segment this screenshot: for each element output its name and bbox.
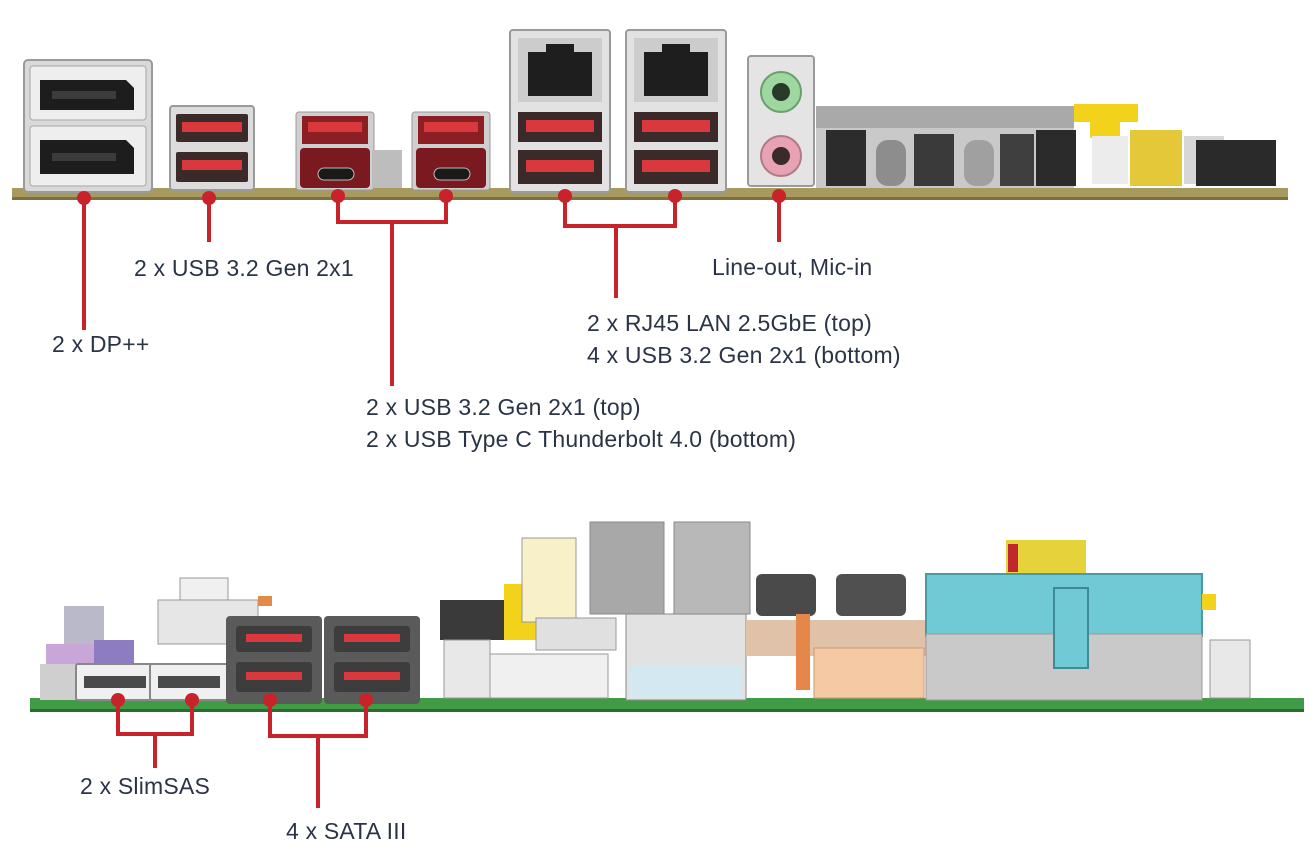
callout-slimsas [116,700,194,768]
callout-dot-lan-1 [558,189,572,203]
usb-typec-combo-2 [411,111,491,191]
label-lan-line1: 2 x RJ45 LAN 2.5GbE (top) [587,310,872,336]
lan-usb-stack-1 [509,29,611,193]
usb-typec-combo-1 [295,111,402,191]
callout-dot-dp [77,191,91,205]
callout-dot-sata-1 [263,693,277,707]
callout-dot-slimsas-1 [111,693,125,707]
sata-connectors [226,616,420,704]
label-sata: 4 x SATA III [286,818,407,844]
label-slimsas: 2 x SlimSAS [80,773,211,799]
callout-dot-sata-2 [359,693,373,707]
bottom-side-view [30,521,1304,712]
callout-thunderbolt [336,196,448,386]
callout-dot-lan-2 [668,189,682,203]
callout-lan [563,196,677,298]
label-audio: Line-out, Mic-in [712,254,873,280]
callout-dot-tb-2 [439,189,453,203]
dp-connector-stack [23,59,153,193]
label-usb-pair: 2 x USB 3.2 Gen 2x1 [134,255,354,281]
label-thunderbolt-line2: 2 x USB Type C Thunderbolt 4.0 (bottom) [366,426,797,452]
usb-a-pair [169,105,255,191]
callout-dot-usb-pair [202,191,216,205]
lan-usb-stack-2 [625,29,727,193]
label-thunderbolt-line1: 2 x USB 3.2 Gen 2x1 (top) [366,394,641,420]
top-rear-panel-view [12,29,1288,200]
callout-dot-audio [772,189,786,203]
callout-sata [268,700,368,808]
label-lan-line2: 4 x USB 3.2 Gen 2x1 (bottom) [587,342,901,368]
top-right-components [816,104,1276,188]
callout-dot-tb-1 [331,189,345,203]
callout-dot-slimsas-2 [185,693,199,707]
audio-jack-block [747,55,815,187]
label-dp: 2 x DP++ [52,331,150,357]
